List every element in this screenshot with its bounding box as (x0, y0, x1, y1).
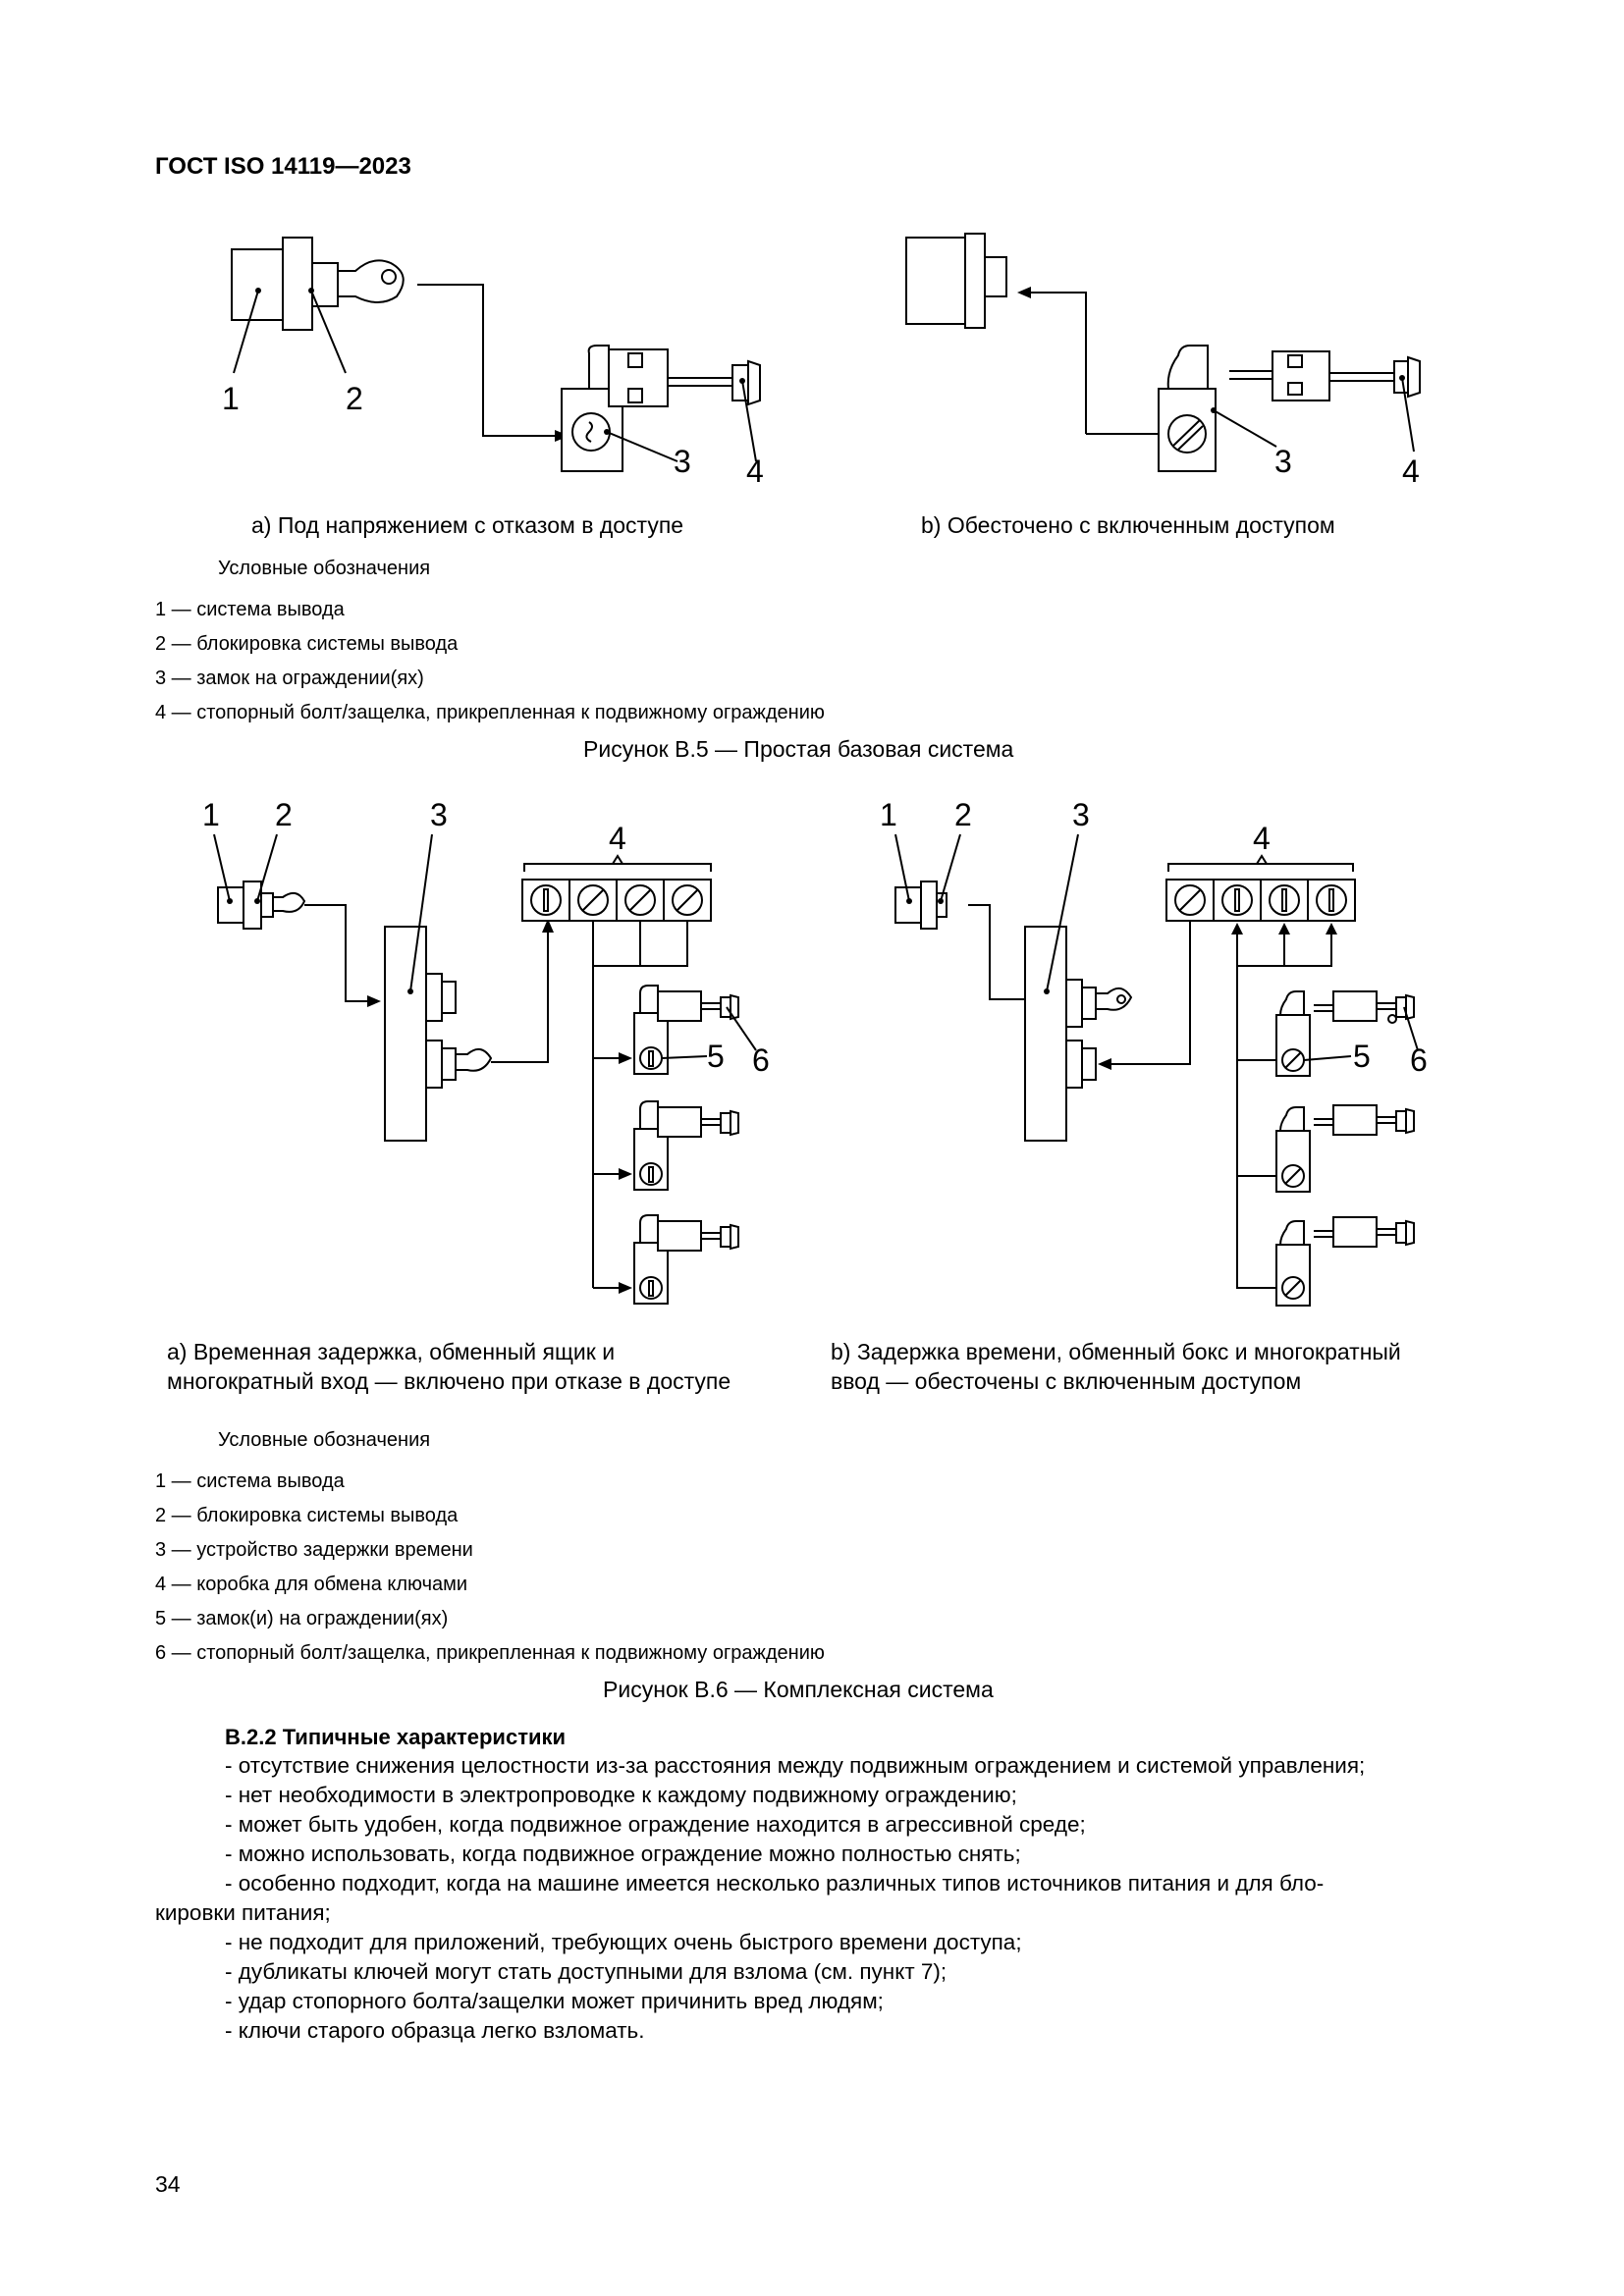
fig-b6-caption-a-line1: а) Временная задержка, обменный ящик и (167, 1339, 616, 1364)
figure-b6-diagram (213, 833, 1419, 1307)
fig-b5a-guard-lock (561, 345, 761, 472)
fig-b5-legend-item: 4 — стопорный болт/защелка, прикрепленна… (155, 702, 825, 723)
fig-b5-legend-item: 3 — замок на ограждении(ях) (155, 667, 424, 689)
page-number: 34 (155, 2171, 181, 2197)
fig-b5a-label-1: 1 (222, 381, 240, 416)
fig-b6a-time-delay (384, 926, 493, 1142)
fig-b6b-label-3: 3 (1072, 797, 1090, 832)
fig-b6b-label-6: 6 (1410, 1042, 1428, 1078)
characteristic-line: - может быть удобен, когда подвижное огр… (225, 1812, 1086, 1837)
fig-b6-legend-title: Условные обозначения (218, 1429, 431, 1451)
fig-b6a-guard-lock-2 (633, 1100, 739, 1191)
fig-b6a-label-1: 1 (202, 797, 220, 832)
document-header: ГОСТ ISO 14119—2023 (155, 153, 411, 180)
fig-b6-legend-item: 4 — коробка для обмена ключами (155, 1574, 468, 1595)
characteristic-line: - особенно подходит, когда на машине име… (225, 1871, 1325, 1896)
fig-b6a-label-6: 6 (752, 1042, 770, 1078)
fig-b6a-label-4: 4 (609, 821, 626, 856)
characteristic-line: - удар стопорного болта/защелки может пр… (225, 1989, 884, 2013)
fig-b6b-label-2: 2 (954, 797, 972, 832)
fig-b6a-key-exchange-box (521, 854, 712, 922)
fig-b6b-key-exchange-box (1165, 854, 1356, 922)
fig-b6b-label-5: 5 (1353, 1039, 1371, 1074)
figure-b5-diagram (231, 233, 1421, 472)
fig-b5-caption-a: а) Под напряжением с отказом в доступе (251, 512, 684, 538)
fig-b6a-label-5: 5 (707, 1039, 725, 1074)
fig-b5-legend-item: 1 — система вывода (155, 599, 345, 620)
fig-b5-legend-item: 2 — блокировка системы вывода (155, 633, 459, 655)
characteristic-line: - ключи старого образца легко взломать. (225, 2018, 645, 2043)
fig-b6b-guard-lock-3 (1275, 1216, 1415, 1307)
fig-b5a-output-system (231, 237, 405, 331)
fig-b5-caption-b: b) Обесточено с включенным доступом (921, 512, 1335, 538)
fig-b6b-guard-lock-2 (1275, 1104, 1415, 1193)
fig-b6-legend-item: 5 — замок(и) на ограждении(ях) (155, 1608, 449, 1629)
characteristic-line: - не подходит для приложений, требующих … (225, 1930, 1022, 1954)
fig-b6-title: Рисунок B.6 — Комплексная система (603, 1677, 994, 1702)
fig-b6-caption-b-line1: b) Задержка времени, обменный бокс и мно… (831, 1339, 1401, 1364)
characteristic-line: кировки питания; (155, 1900, 331, 1925)
fig-b5-legend-title: Условные обозначения (218, 558, 431, 579)
fig-b5b-output-system (905, 233, 1007, 329)
fig-b6a-guard-lock-1 (633, 985, 739, 1075)
characteristic-line: - отсутствие снижения целостности из-за … (225, 1753, 1366, 1778)
fig-b5-title: Рисунок B.5 — Простая базовая система (583, 736, 1014, 762)
fig-b6-caption-a-line2: многократный вход — включено при отказе … (167, 1368, 731, 1394)
fig-b5b-guard-lock (1158, 345, 1421, 472)
characteristic-line: - нет необходимости в электропроводке к … (225, 1783, 1017, 1807)
fig-b6a-guard-lock-3 (633, 1214, 739, 1305)
characteristic-line: - можно использовать, когда подвижное ог… (225, 1842, 1021, 1866)
fig-b6b-label-4: 4 (1253, 821, 1271, 856)
fig-b6-legend-item: 6 — стопорный болт/защелка, прикрепленна… (155, 1642, 825, 1664)
fig-b6-legend-item: 3 — устройство задержки времени (155, 1539, 473, 1561)
section-body: - отсутствие снижения целостности из-за … (0, 1751, 1624, 2065)
fig-b6b-label-1: 1 (880, 797, 897, 832)
fig-b6-legend-item: 2 — блокировка системы вывода (155, 1505, 459, 1526)
fig-b5a-label-4: 4 (746, 454, 764, 489)
characteristic-line: - дубликаты ключей могут стать доступным… (225, 1959, 947, 1984)
fig-b5a-label-3: 3 (674, 444, 691, 479)
fig-b6-caption-b-line2: ввод — обесточены с включенным доступом (831, 1368, 1302, 1394)
fig-b6-legend-item: 1 — система вывода (155, 1470, 345, 1492)
fig-b5b-label-3: 3 (1274, 444, 1292, 479)
section-title: B.2.2 Типичные характеристики (225, 1725, 567, 1749)
fig-b6a-label-2: 2 (275, 797, 293, 832)
fig-b6b-guard-lock-1 (1275, 990, 1415, 1077)
fig-b6b-time-delay (1024, 926, 1133, 1142)
fig-b5b-label-4: 4 (1402, 454, 1420, 489)
fig-b6a-label-3: 3 (430, 797, 448, 832)
fig-b5a-label-2: 2 (346, 381, 363, 416)
fig-b6b-output-system (894, 881, 947, 930)
fig-b6a-output-system (217, 881, 306, 930)
